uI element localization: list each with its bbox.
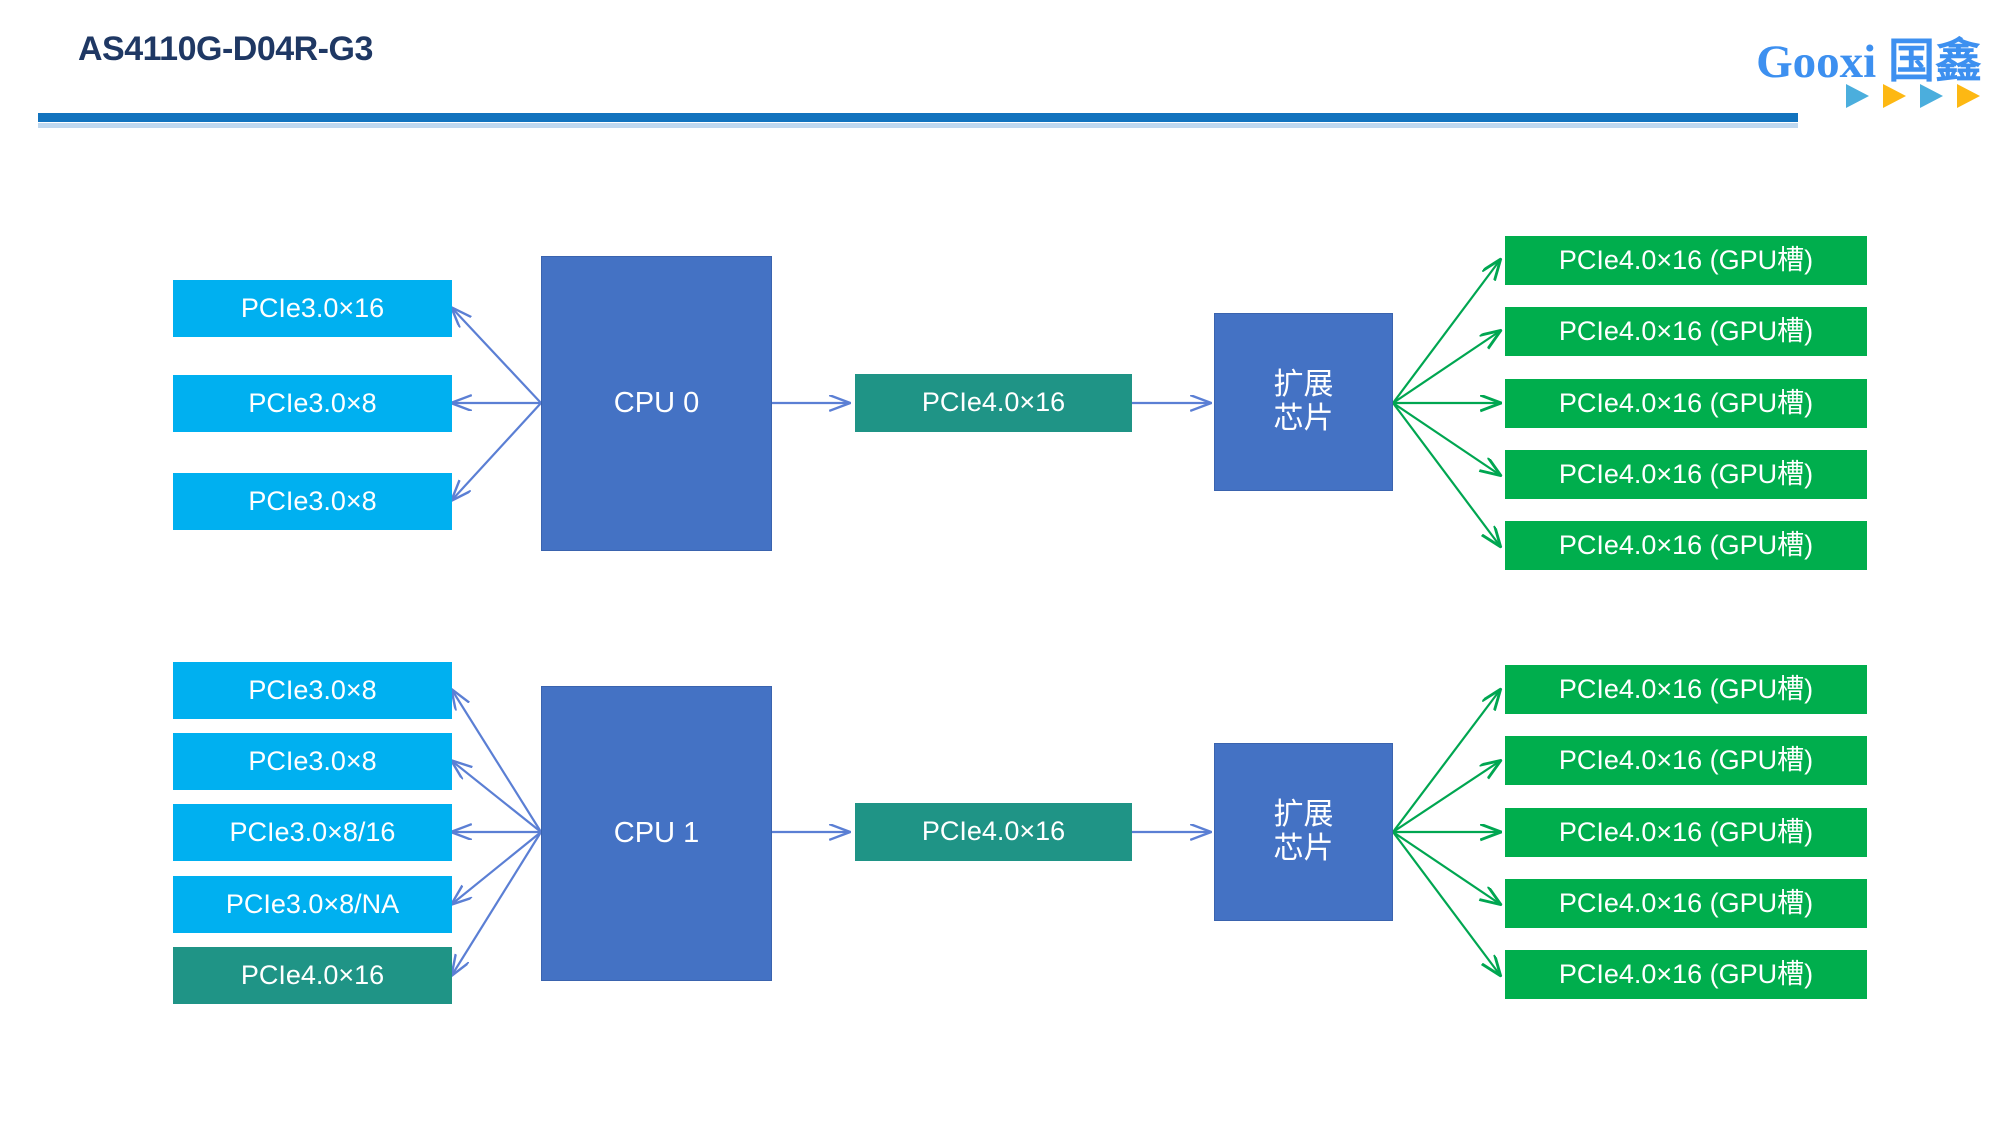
cpu1-gpu-slot-3-label: PCIe4.0×16 (GPU槽) (1558, 816, 1814, 847)
cpu0-gpu-slot-1[interactable]: PCIe4.0×16 (GPU槽) (1505, 236, 1867, 285)
cpu0-left-fanout (452, 308, 542, 500)
brand-logo: Gooxi 国鑫 (1652, 22, 1982, 122)
cpu1-slot-2-label: PCIe3.0×8 (248, 745, 377, 776)
cpu1-slot-2[interactable]: PCIe3.0×8 (173, 733, 452, 790)
cpu1-slot-5-label: PCIe4.0×16 (240, 959, 385, 990)
cpu1-left-fanout (452, 690, 542, 975)
cpu1-slot-1-label: PCIe3.0×8 (248, 674, 377, 705)
cpu1-slot-4-label: PCIe3.0×8/NA (225, 888, 400, 919)
cpu0-gpu-slot-2[interactable]: PCIe4.0×16 (GPU槽) (1505, 307, 1867, 356)
cpu0-gpu-slot-2-label: PCIe4.0×16 (GPU槽) (1558, 315, 1814, 346)
cpu1-chip-label-line1: 扩展 (1273, 797, 1334, 831)
cpu0-slot-2[interactable]: PCIe3.0×8 (173, 375, 452, 432)
cpu1-uplink[interactable]: PCIe4.0×16 (855, 803, 1132, 861)
page-title: AS4110G-D04R-G3 (78, 30, 373, 68)
cpu0-gpu-slot-4-label: PCIe4.0×16 (GPU槽) (1558, 458, 1814, 489)
cpu1-uplink-label: PCIe4.0×16 (921, 816, 1066, 847)
cpu1-slot-1[interactable]: PCIe3.0×8 (173, 662, 452, 719)
cpu1-gpu-slot-4[interactable]: PCIe4.0×16 (GPU槽) (1505, 879, 1867, 928)
cpu0-gpu-slot-3-label: PCIe4.0×16 (GPU槽) (1558, 387, 1814, 418)
cpu1-gpu-slot-5[interactable]: PCIe4.0×16 (GPU槽) (1505, 950, 1867, 999)
cpu1-chip-gpu-fanout (1392, 690, 1500, 975)
cpu0-gpu-slot-3[interactable]: PCIe4.0×16 (GPU槽) (1505, 379, 1867, 428)
cpu0-chip-gpu-fanout (1392, 260, 1500, 546)
cpu0-uplink-label: PCIe4.0×16 (921, 387, 1066, 418)
cpu1-gpu-slot-5-label: PCIe4.0×16 (GPU槽) (1558, 958, 1814, 989)
triangle-arrow-icon-2 (1883, 84, 1906, 108)
brand-arrow-row (1846, 84, 1980, 108)
cpu0-gpu-slot-5-label: PCIe4.0×16 (GPU槽) (1558, 529, 1814, 560)
cpu1-gpu-slot-1-label: PCIe4.0×16 (GPU槽) (1558, 673, 1814, 704)
cpu0-uplink[interactable]: PCIe4.0×16 (855, 374, 1132, 432)
cpu1-gpu-slot-2[interactable]: PCIe4.0×16 (GPU槽) (1505, 736, 1867, 785)
header-rule-shadow (38, 123, 1798, 128)
cpu0-slot-3[interactable]: PCIe3.0×8 (173, 473, 452, 530)
brand-wordmark: Gooxi 国鑫 (1756, 36, 1982, 88)
cpu1-node[interactable]: CPU 1 (541, 686, 772, 981)
cpu0-chip-label-line2: 芯片 (1273, 402, 1334, 435)
cpu0-node[interactable]: CPU 0 (541, 256, 772, 551)
cpu1-slot-3[interactable]: PCIe3.0×8/16 (173, 804, 452, 861)
cpu1-gpu-slot-4-label: PCIe4.0×16 (GPU槽) (1558, 887, 1814, 918)
cpu1-slot-4[interactable]: PCIe3.0×8/NA (173, 876, 452, 933)
triangle-arrow-icon-4 (1957, 84, 1980, 108)
cpu1-gpu-slot-1[interactable]: PCIe4.0×16 (GPU槽) (1505, 665, 1867, 714)
cpu1-expansion-chip[interactable]: 扩展 芯片 (1214, 743, 1393, 921)
triangle-arrow-icon-3 (1920, 84, 1943, 108)
cpu0-slot-1-label: PCIe3.0×16 (240, 292, 385, 323)
cpu1-slot-3-label: PCIe3.0×8/16 (229, 816, 396, 847)
cpu0-label: CPU 0 (613, 386, 700, 419)
cpu1-gpu-slot-3[interactable]: PCIe4.0×16 (GPU槽) (1505, 808, 1867, 857)
page-header: AS4110G-D04R-G3 Gooxi 国鑫 (0, 0, 2004, 128)
cpu0-slot-2-label: PCIe3.0×8 (248, 387, 377, 418)
header-rule (38, 113, 1798, 122)
cpu0-gpu-slot-1-label: PCIe4.0×16 (GPU槽) (1558, 244, 1814, 275)
cpu0-gpu-slot-5[interactable]: PCIe4.0×16 (GPU槽) (1505, 521, 1867, 570)
cpu1-slot-5[interactable]: PCIe4.0×16 (173, 947, 452, 1004)
cpu0-gpu-slot-4[interactable]: PCIe4.0×16 (GPU槽) (1505, 450, 1867, 499)
cpu0-expansion-chip[interactable]: 扩展 芯片 (1214, 313, 1393, 491)
cpu1-label: CPU 1 (613, 816, 700, 849)
triangle-arrow-icon-1 (1846, 84, 1869, 108)
cpu1-chip-label-line2: 芯片 (1273, 832, 1334, 865)
cpu0-slot-3-label: PCIe3.0×8 (248, 485, 377, 516)
cpu0-slot-1[interactable]: PCIe3.0×16 (173, 280, 452, 337)
cpu0-chip-label-line1: 扩展 (1273, 367, 1334, 401)
cpu1-gpu-slot-2-label: PCIe4.0×16 (GPU槽) (1558, 744, 1814, 775)
